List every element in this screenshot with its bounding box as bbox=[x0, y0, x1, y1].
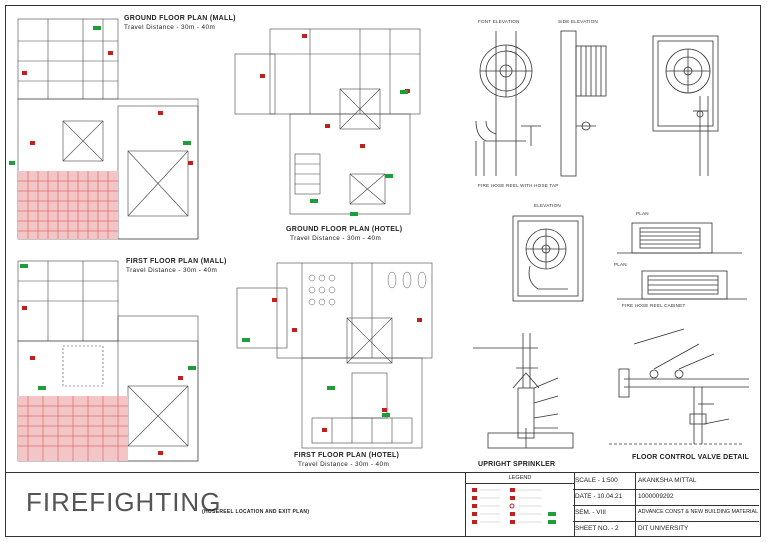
info-grid: SCALE - 1:500 DATE - 10.04.21 SEM. - VII… bbox=[573, 473, 759, 537]
elevation-label: ELEVATION bbox=[534, 203, 561, 208]
legend-symbols bbox=[472, 488, 556, 524]
front-elevation-label: FONT ELEVATION bbox=[478, 19, 520, 24]
ground-hotel-title: GROUND FLOOR PLAN (HOTEL) bbox=[286, 226, 403, 233]
title-block: FIREFIGHTING (HOSEREEL LOCATION AND EXIT… bbox=[6, 472, 759, 537]
scale-cell: SCALE - 1:500 bbox=[575, 477, 618, 484]
first-mall-title: FIRST FLOOR PLAN (MALL) bbox=[126, 258, 227, 265]
ground-mall-travel: Travel Distance - 30m - 40m bbox=[124, 24, 216, 31]
drawing-subtitle: (HOSEREEL LOCATION AND EXIT PLAN) bbox=[202, 509, 310, 515]
legend-box: LEGEND bbox=[465, 473, 575, 537]
drawing-sheet: GROUND FLOOR PLAN (MALL) Travel Distance… bbox=[5, 5, 761, 537]
cabinet-plan-top bbox=[617, 222, 742, 254]
sheet-cell: SHEET NO. - 2 bbox=[575, 525, 619, 532]
floor-control-valve-detail bbox=[609, 328, 749, 445]
drawing-title: FIREFIGHTING bbox=[26, 487, 222, 517]
side-elevation-label: SIDE ELEVATION bbox=[558, 19, 598, 24]
upright-sprinkler-title: UPRIGHT SPRINKLER bbox=[478, 461, 556, 468]
cabinet-plan-bottom bbox=[617, 270, 747, 300]
ground-hotel-travel: Travel Distance - 30m - 40m bbox=[290, 235, 382, 242]
hose-reel-tap-label: FIRE HOSE REEL WITH HOSE TAP bbox=[478, 183, 559, 188]
upright-sprinkler-detail bbox=[473, 333, 574, 449]
legend-title: LEGEND bbox=[466, 473, 574, 484]
plan1-label: PLAN bbox=[636, 211, 649, 216]
first-floor-mall-plan bbox=[17, 260, 199, 462]
hose-reel-side-elevation bbox=[560, 30, 607, 177]
ground-floor-mall-plan bbox=[9, 18, 199, 240]
plan2-label: PLAN bbox=[614, 262, 627, 267]
roll-cell: 1000009292 bbox=[638, 493, 674, 500]
hose-reel-front-elevation bbox=[475, 31, 541, 176]
ground-floor-hotel-plan bbox=[234, 28, 421, 216]
first-hotel-title: FIRST FLOOR PLAN (HOTEL) bbox=[294, 452, 400, 459]
date-cell: DATE - 10.04.21 bbox=[575, 493, 623, 500]
first-floor-hotel-plan bbox=[236, 262, 433, 449]
author-cell: AKANKSHA MITTAL bbox=[638, 477, 697, 484]
hose-reel-cabinet-elevation bbox=[652, 35, 719, 176]
first-mall-travel: Travel Distance - 30m - 40m bbox=[126, 267, 218, 274]
university-cell: DIT UNIVERSITY bbox=[638, 525, 689, 532]
cabinet-elevation bbox=[512, 215, 584, 302]
hose-reel-cabinet-label: FIRE HOSE REEL CABINET bbox=[622, 303, 686, 308]
subject-cell: ADVANCE CONST & NEW BUILDING MATERIAL bbox=[638, 509, 759, 515]
first-hotel-travel: Travel Distance - 30m - 40m bbox=[298, 461, 390, 468]
sem-cell: SEM. - VIII bbox=[575, 509, 606, 516]
floor-control-valve-title: FLOOR CONTROL VALVE DETAIL bbox=[632, 454, 750, 461]
ground-mall-title: GROUND FLOOR PLAN (MALL) bbox=[124, 15, 236, 22]
